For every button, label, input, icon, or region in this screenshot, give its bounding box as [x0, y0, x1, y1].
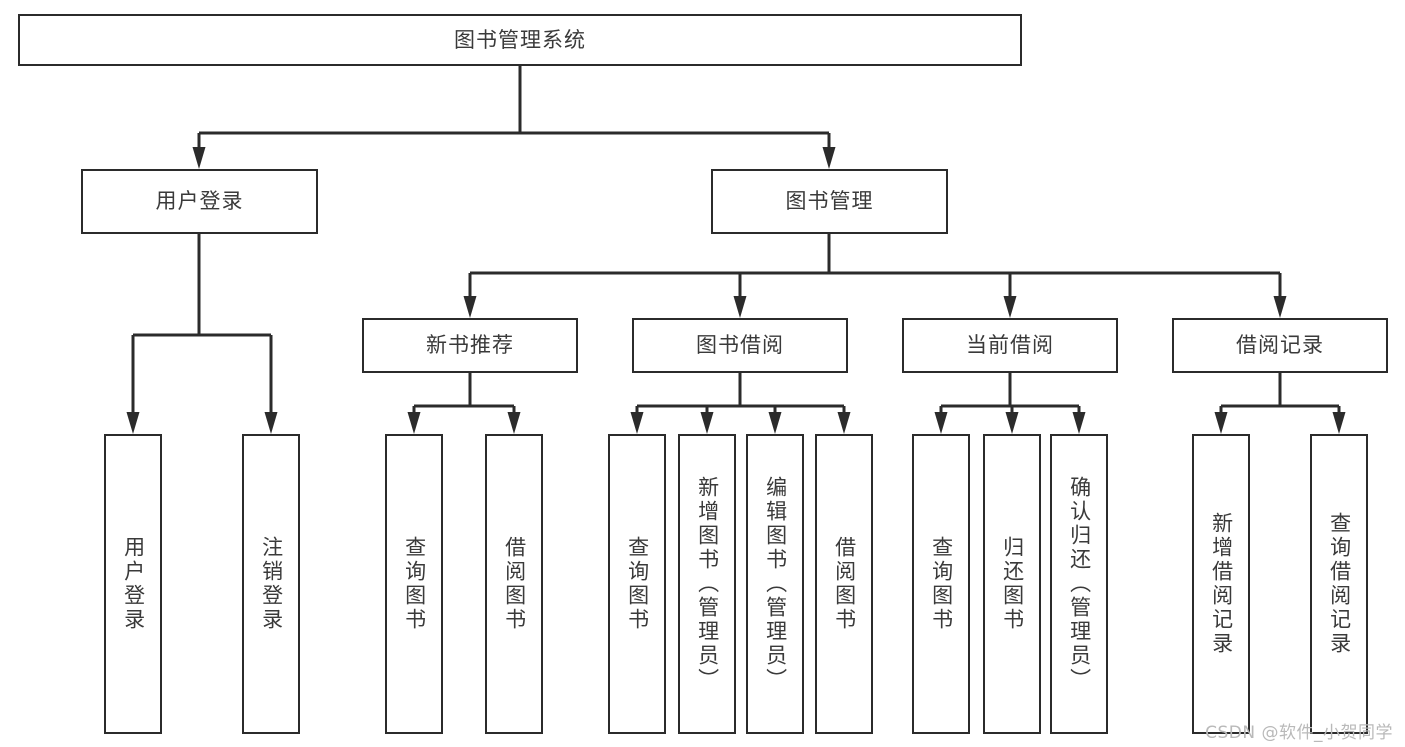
- node-leaf-query-record: 查询借阅记录: [1310, 434, 1368, 734]
- node-label: 图书管理系统: [454, 27, 586, 52]
- node-leaf-logout: 注销登录: [242, 434, 300, 734]
- node-new-book-recommend: 新书推荐: [362, 318, 578, 373]
- node-label: 借阅记录: [1236, 333, 1324, 358]
- arrowhead-icon: [837, 412, 851, 434]
- node-label: 确认归还（管理员）: [1067, 476, 1092, 692]
- node-label: 新增借阅记录: [1209, 512, 1234, 656]
- node-label: 图书管理: [785, 189, 874, 214]
- node-label: 注销登录: [259, 536, 284, 632]
- node-leaf-add-record: 新增借阅记录: [1192, 434, 1250, 734]
- node-leaf-borrow-book-1: 借阅图书: [485, 434, 543, 734]
- arrowhead-icon: [126, 412, 140, 434]
- node-user-login: 用户登录: [81, 169, 318, 234]
- arrowhead-icon: [507, 412, 521, 434]
- node-book-borrow: 图书借阅: [632, 318, 848, 373]
- node-root: 图书管理系统: [18, 14, 1022, 66]
- arrowhead-icon: [463, 296, 477, 318]
- arrowhead-icon: [192, 147, 206, 169]
- node-label: 查询图书: [402, 536, 427, 632]
- arrowhead-icon: [407, 412, 421, 434]
- node-label: 查询图书: [929, 536, 954, 632]
- arrowhead-icon: [768, 412, 782, 434]
- node-leaf-edit-book: 编辑图书（管理员）: [746, 434, 804, 734]
- node-leaf-confirm-return: 确认归还（管理员）: [1050, 434, 1108, 734]
- node-leaf-user-login: 用户登录: [104, 434, 162, 734]
- node-borrow-record: 借阅记录: [1172, 318, 1388, 373]
- node-label: 归还图书: [1000, 536, 1025, 632]
- arrowhead-icon: [733, 296, 747, 318]
- node-label: 用户登录: [121, 536, 146, 632]
- csdn-watermark: CSDN @软件_小贺同学: [1205, 723, 1393, 743]
- node-leaf-borrow-book-2: 借阅图书: [815, 434, 873, 734]
- node-book-manage: 图书管理: [711, 169, 948, 234]
- node-leaf-query-book-3: 查询图书: [912, 434, 970, 734]
- node-leaf-query-book-1: 查询图书: [385, 434, 443, 734]
- arrowhead-icon: [1003, 296, 1017, 318]
- node-label: 新增图书（管理员）: [695, 476, 720, 692]
- arrowhead-icon: [822, 147, 836, 169]
- arrowhead-icon: [1005, 412, 1019, 434]
- node-label: 查询图书: [625, 536, 650, 632]
- arrowhead-icon: [1214, 412, 1228, 434]
- arrowhead-icon: [630, 412, 644, 434]
- arrowhead-icon: [1072, 412, 1086, 434]
- node-label: 借阅图书: [502, 536, 527, 632]
- arrowhead-icon: [264, 412, 278, 434]
- node-leaf-return-book: 归还图书: [983, 434, 1041, 734]
- arrowhead-icon: [1273, 296, 1287, 318]
- node-label: 新书推荐: [426, 333, 514, 358]
- node-leaf-add-book: 新增图书（管理员）: [678, 434, 736, 734]
- node-label: 图书借阅: [696, 333, 784, 358]
- node-label: 查询借阅记录: [1327, 512, 1352, 656]
- arrowhead-icon: [934, 412, 948, 434]
- node-label: 编辑图书（管理员）: [763, 476, 788, 692]
- arrowhead-icon: [700, 412, 714, 434]
- arrowhead-icon: [1332, 412, 1346, 434]
- node-label: 用户登录: [155, 189, 244, 214]
- node-leaf-query-book-2: 查询图书: [608, 434, 666, 734]
- node-label: 借阅图书: [832, 536, 857, 632]
- node-current-borrow: 当前借阅: [902, 318, 1118, 373]
- node-label: 当前借阅: [966, 333, 1054, 358]
